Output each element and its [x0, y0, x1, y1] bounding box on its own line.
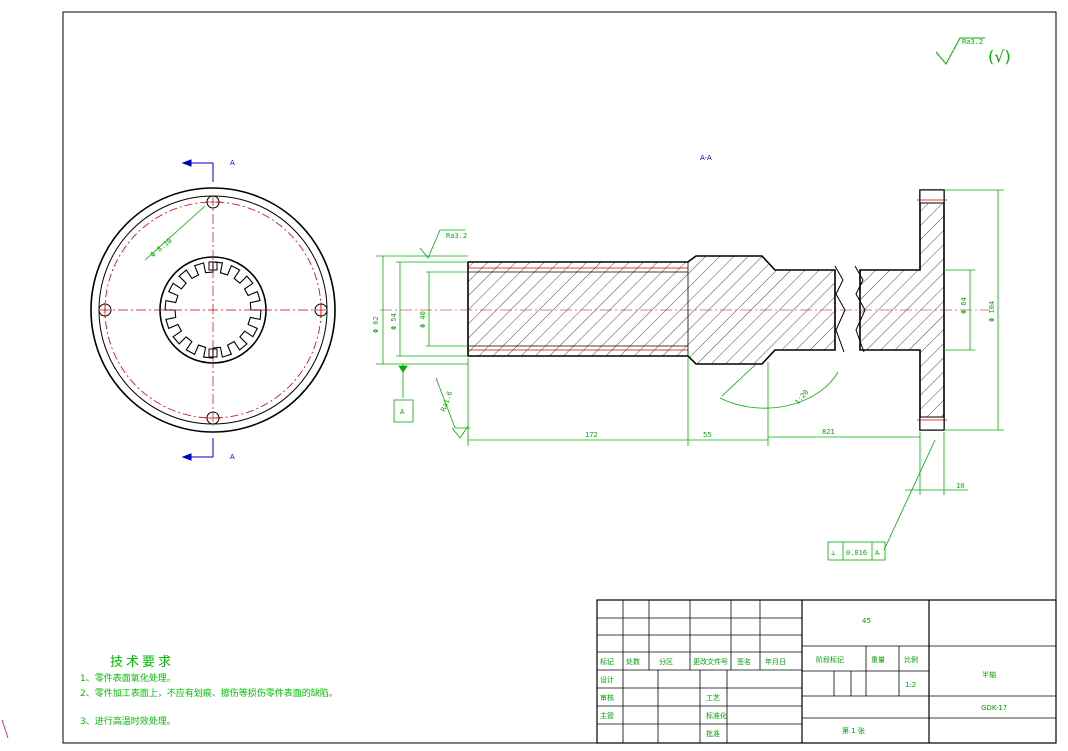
hdr-zone: 分区: [659, 657, 673, 666]
standard-label: 标准化: [706, 711, 727, 720]
hdr-date: 年月日: [765, 657, 786, 666]
hdr-change-doc: 更改文件号: [693, 657, 728, 666]
section-mark-top: A: [230, 159, 235, 167]
stage-label: 阶段标记: [816, 655, 844, 664]
bolt-hole-bottom: [205, 411, 221, 425]
requirement-3: 3、进行高温时效处理。: [80, 715, 176, 727]
dimensions: [376, 189, 1004, 561]
dim-d1: Φ 62: [372, 316, 380, 333]
dim-chamfer: 1:20: [793, 388, 810, 406]
stray-mark: [1, 719, 9, 739]
dim-l2: 55: [703, 431, 711, 439]
part-name: 半轴: [982, 670, 996, 679]
drawing-no: GDK-17: [981, 704, 1007, 712]
end-view: Φ 8.10 A A: [90, 159, 336, 461]
drawing-frame: [62, 11, 1057, 744]
process-label: 工艺: [706, 694, 720, 702]
dim-d5: Φ 104: [988, 301, 996, 322]
roughness-bore-text: Ra3.2: [446, 232, 467, 240]
weight-label: 重量: [871, 656, 885, 664]
section-label: A-A: [700, 154, 712, 162]
hdr-count: 处数: [626, 657, 640, 666]
bolt-hole-right: [314, 302, 328, 318]
tolerance-datum: A: [875, 549, 880, 557]
tolerance-symbol: ⊥: [831, 549, 835, 557]
tolerance-value: 0.016: [846, 549, 867, 557]
scale-label: 比例: [904, 655, 918, 664]
dim-l1: 172: [585, 431, 598, 439]
general-roughness-symbol: Ra3.2 (√): [935, 37, 1011, 66]
hdr-sign: 签名: [737, 657, 751, 666]
dim-l3: 821: [822, 428, 835, 436]
designer-label: 设计: [600, 675, 614, 684]
datum-text: A: [400, 408, 405, 416]
supervisor-label: 主管: [600, 711, 614, 720]
sheet-label: 第 1 张: [842, 726, 865, 735]
dim-d3: Φ 40: [419, 311, 427, 328]
pcd-dim: Φ 8.10: [149, 237, 174, 259]
bolt-hole-left: [98, 302, 112, 318]
material-text: 45: [862, 617, 871, 625]
shaft-section: [380, 189, 990, 431]
technical-requirements: 技术要求 1、零件表面氧化处理。 2、零件加工表面上，不应有划痕、擦伤等损伤零件…: [80, 655, 338, 727]
requirement-2: 2、零件加工表面上，不应有划痕、擦伤等损伤零件表面的缺陷。: [80, 687, 338, 699]
dim-d4: Φ 64: [960, 297, 968, 314]
requirement-1: 1、零件表面氧化处理。: [80, 672, 176, 684]
dim-l4: 10: [956, 482, 964, 490]
dim-d2: Φ 54: [390, 313, 398, 330]
bolt-hole-top: [205, 195, 221, 209]
reviewer-label: 审核: [600, 693, 614, 702]
section-mark-bottom: A: [230, 453, 235, 461]
requirements-title: 技术要求: [110, 655, 174, 670]
section-arrow-bottom: [181, 438, 214, 461]
roughness-general-text: Ra3.2: [962, 38, 983, 46]
hdr-mark: 标记: [600, 657, 614, 666]
section-arrow-top: [181, 159, 214, 182]
title-block: [596, 599, 1057, 744]
roughness-check-text: (√): [988, 47, 1011, 66]
scale-value: 1:2: [905, 681, 916, 689]
approve-label: 批准: [706, 729, 720, 738]
